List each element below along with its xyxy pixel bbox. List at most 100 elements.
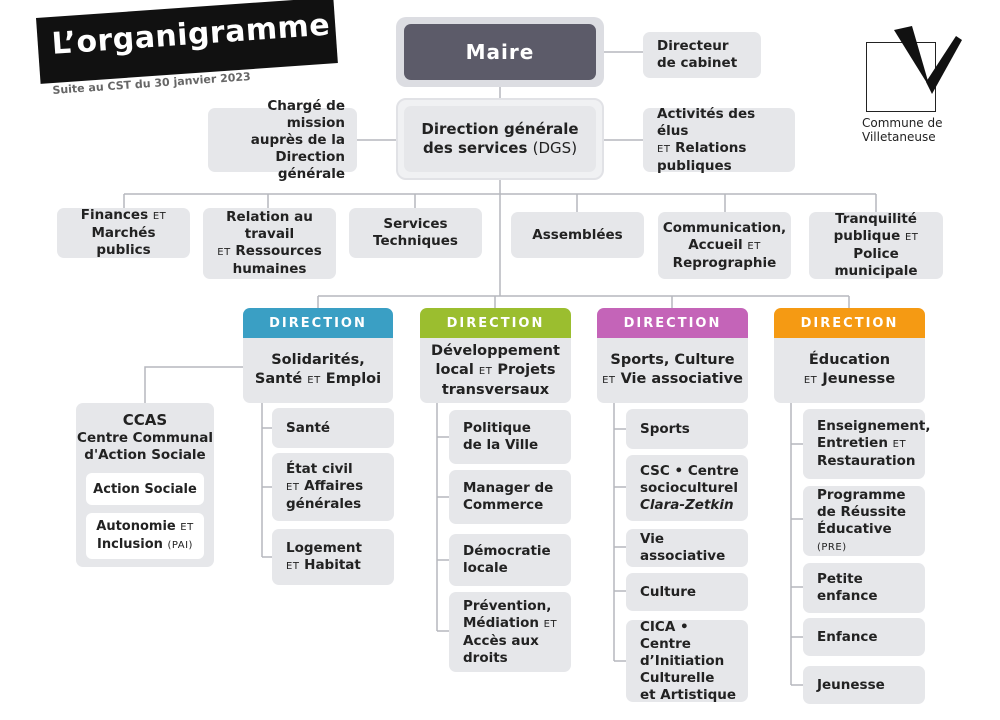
etat-civil-line-2: ET Affaires <box>286 478 363 496</box>
politique-ville-box[interactable]: Politique de la Ville <box>449 410 571 464</box>
sports-box[interactable]: Sports <box>626 409 748 449</box>
mission-box[interactable]: Chargé de mission auprès de la Direction… <box>208 98 357 182</box>
prevention-line-2: Médiation ET <box>463 615 557 633</box>
dgs-line-2-text: des services <box>422 139 528 157</box>
culture-box[interactable]: Culture <box>626 573 748 611</box>
finances-line-1: Finances ET <box>81 207 167 225</box>
petite-enfance-box[interactable]: Petite enfance <box>803 563 925 613</box>
pre-abbr: (PRE) <box>817 541 847 553</box>
enseignement-line-2: Entretien ET <box>817 435 906 453</box>
sports-dir-text: Vie associative <box>620 371 743 387</box>
technical-services-box[interactable]: Services Techniques <box>349 208 482 258</box>
tranquillite-et: ET <box>904 232 919 243</box>
cica-box[interactable]: CICA • Centre d’Initiation Culturelle et… <box>626 618 748 703</box>
jeunesse-box[interactable]: Jeunesse <box>803 666 925 704</box>
logement-text-b: Habitat <box>304 556 361 573</box>
democratie-locale-box[interactable]: Démocratie locale <box>449 534 571 586</box>
elected-line-2-text: Relations <box>675 139 747 156</box>
logement-box[interactable]: Logement ET Habitat <box>272 529 394 585</box>
csc-box[interactable]: CSC • Centre socioculturel Clara-Zetkin <box>626 455 748 521</box>
cica-line-1: CICA • Centre <box>640 618 691 652</box>
pre-line-2: de Réussite <box>817 503 906 520</box>
manager-commerce-box[interactable]: Manager de Commerce <box>449 470 571 524</box>
ccas-title: CCAS Centre Communal d'Action Sociale <box>76 410 214 464</box>
rh-text-b: Ressources <box>235 243 322 259</box>
rh-box[interactable]: Relation au travail ET Ressources humain… <box>203 208 336 279</box>
prevention-box[interactable]: Prévention, Médiation ET Accès aux droit… <box>449 592 571 672</box>
sports-dir-line-1: Sports, Culture <box>610 352 735 368</box>
enseignement-text-b: Entretien <box>817 435 888 451</box>
etat-civil-et: ET <box>286 482 300 493</box>
pre-line-1: Programme <box>817 486 906 503</box>
solidarites-line-1: Solidarités, <box>271 352 365 368</box>
sports-label: Sports <box>640 420 690 437</box>
chief-line-2: de cabinet <box>657 55 738 71</box>
etat-civil-text-b: Affaires <box>304 478 364 494</box>
tranquillite-text-b: publique <box>833 228 901 244</box>
enseignement-box[interactable]: Enseignement, Entretien ET Restauration <box>803 409 931 479</box>
direction-education-box[interactable]: Éducation ET Jeunesse <box>774 338 925 403</box>
education-et: ET <box>803 375 818 386</box>
enseignement-line-3: Restauration <box>817 453 916 469</box>
finances-box[interactable]: Finances ET Marchés publics <box>57 207 190 258</box>
vie-associative-label: Vie associative <box>640 531 726 564</box>
technique-line-2: Techniques <box>373 233 458 249</box>
direction-sports-box[interactable]: Sports, Culture ET Vie associative <box>597 338 748 403</box>
direction-solidarites-box[interactable]: Solidarités, Santé ET Emploi <box>243 338 393 403</box>
direction-developpement-box[interactable]: Développement local ET Projets transvers… <box>420 338 571 403</box>
communication-line-3: Reprographie <box>672 254 777 271</box>
csc-line-3: Clara-Zetkin <box>640 496 734 513</box>
education-line-1: Éducation <box>808 352 891 368</box>
action-sociale-box[interactable]: Action Sociale <box>86 473 204 505</box>
chief-of-staff-box[interactable]: Directeur de cabinet <box>643 32 761 78</box>
enfance-box[interactable]: Enfance <box>803 618 925 656</box>
autonomie-et: ET <box>180 522 194 533</box>
dgs-line-2: des services (DGS) <box>423 139 577 158</box>
pre-box[interactable]: Programme de Réussite Éducative (PRE) <box>803 486 925 556</box>
sante-label: Santé <box>286 419 331 436</box>
logo-line-2: Villetaneuse <box>862 130 936 144</box>
rh-line-2: ET Ressources <box>217 243 322 261</box>
cica-line-3: Culturelle <box>640 669 715 686</box>
prevention-line-1: Prévention, <box>463 597 552 614</box>
elected-line-1: Activités des élus <box>657 105 756 139</box>
communication-line-1: Communication, <box>662 219 787 236</box>
prevention-line-3: Accès aux <box>463 632 539 649</box>
direction-developpement-header: DIRECTION <box>420 308 571 338</box>
rh-et: ET <box>217 247 231 258</box>
etat-civil-box[interactable]: État civil ET Affaires générales <box>272 453 394 521</box>
logement-line-1: Logement <box>286 539 362 556</box>
mayor-box[interactable]: Maire <box>404 24 596 80</box>
petite-line-2: enfance <box>817 588 878 604</box>
sante-box[interactable]: Santé <box>272 408 394 448</box>
democratie-line-1: Démocratie <box>463 543 551 559</box>
inclusion-text: Inclusion <box>97 537 163 552</box>
pre-text-c: Éducative <box>817 520 892 537</box>
rh-line-1: Relation au travail <box>226 209 313 242</box>
chief-line-1: Directeur <box>657 38 729 54</box>
enseignement-et: ET <box>892 439 907 450</box>
solidarites-et: ET <box>307 375 321 386</box>
education-text: Jeunesse <box>822 371 896 387</box>
assemblees-box[interactable]: Assemblées <box>511 212 644 258</box>
vie-associative-box[interactable]: Vie associative <box>626 529 748 567</box>
communication-box[interactable]: Communication, Accueil ET Reprographie <box>658 212 791 279</box>
manager-line-2: Commerce <box>463 497 544 513</box>
rh-line-3: humaines <box>232 261 307 277</box>
technique-line-1: Services <box>383 216 448 232</box>
ccas-sub-1: Centre Communal <box>77 430 213 446</box>
enfance-label: Enfance <box>817 628 878 645</box>
tranquillite-box[interactable]: Tranquilité publique ET Police municipal… <box>809 211 943 279</box>
autonomie-box[interactable]: Autonomie ET Inclusion (PAI) <box>86 513 204 559</box>
solidarites-text-b: Emploi <box>325 371 382 387</box>
autonomie-line-1: Autonomie ET <box>96 518 193 536</box>
logement-et: ET <box>286 560 300 572</box>
elected-line-2: ET Relations <box>657 140 746 158</box>
elected-activities-box[interactable]: Activités des élus ET Relations publique… <box>643 105 795 174</box>
democratie-line-2: locale <box>463 560 508 576</box>
logo-text: Commune de Villetaneuse <box>862 116 943 144</box>
assemblees-label: Assemblées <box>532 226 623 243</box>
logo-line-1: Commune de <box>862 116 943 130</box>
dgs-abbr: (DGS) <box>532 139 578 157</box>
dgs-box[interactable]: Direction générale des services (DGS) <box>404 106 596 172</box>
